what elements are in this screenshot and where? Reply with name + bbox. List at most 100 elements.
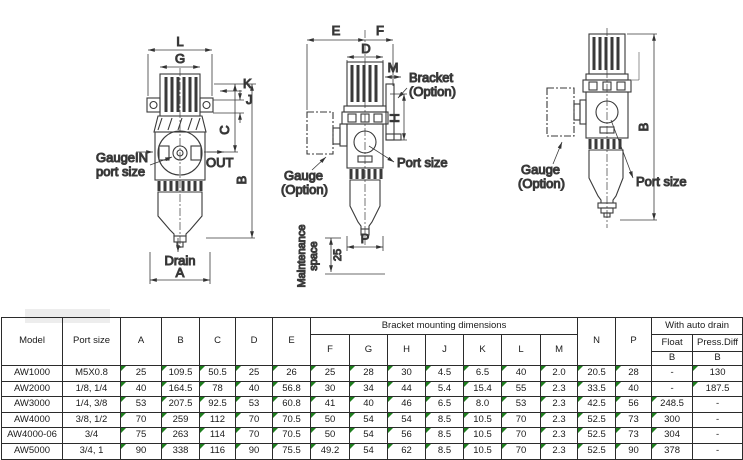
col-header-m: M: [539, 334, 579, 366]
col-subheader-press-b: B: [692, 351, 743, 366]
dimension-cell: 130: [692, 365, 743, 382]
col-subheader-float-b: B: [651, 351, 694, 366]
drain-label: Drain: [164, 253, 195, 268]
dim-label-D: D: [361, 41, 370, 56]
port-circle: [595, 100, 619, 124]
front-filter-ribs: [157, 181, 203, 191]
dimension-cell: 187.5: [692, 380, 743, 398]
dimension-cell: 4.5: [425, 365, 464, 382]
dim-label-L: L: [176, 34, 183, 49]
dim-label-B-front: B: [234, 176, 249, 185]
dimension-cell: 40: [615, 380, 653, 398]
side-gauge: [306, 111, 348, 155]
dimension-cell: 70: [501, 427, 541, 444]
dimension-cell: 248.5: [651, 396, 694, 413]
dimension-cell: 25: [120, 365, 162, 382]
gauge-in-leader: [149, 156, 173, 166]
dimension-cell: 46: [387, 396, 426, 413]
dimension-cell: 10.5: [463, 442, 502, 460]
col-header-float: Float: [651, 334, 694, 352]
rear-dimension-lines: [552, 33, 657, 221]
front-view-drawing: L G K J C B A GaugeIN port size OUT Drai…: [95, 33, 256, 284]
dimension-cell: -: [692, 442, 743, 460]
dimension-cell: 90: [235, 442, 273, 460]
dimension-cell: -: [692, 427, 743, 444]
dimension-cell: 53: [235, 396, 273, 413]
dim-label-G: G: [175, 51, 185, 66]
port-size-cell: 3/8, 1/2: [62, 411, 121, 429]
dimension-cell: 53: [501, 396, 541, 413]
dimension-cell: 70.5: [272, 427, 311, 444]
port-size-cell: 1/4, 3/8: [62, 396, 121, 413]
dimension-cell: 116: [199, 442, 236, 460]
rear-gauge-label-line1: Gauge: [521, 162, 560, 177]
dimension-cell: 56: [615, 396, 653, 413]
col-header-port-size: Port size: [62, 317, 121, 366]
dim-label-A: A: [176, 265, 185, 280]
dimension-cell: 40: [120, 380, 162, 398]
dimension-cell: 40: [349, 396, 388, 413]
dimension-cell: 10.5: [463, 411, 502, 429]
dimension-cell: 15.4: [463, 380, 502, 398]
port-circle: [353, 130, 377, 154]
dimension-cell: 52.5: [577, 411, 617, 429]
rear-filter-ribs: [588, 139, 622, 149]
bracket-label-line1: Bracket: [409, 70, 453, 85]
port-size-cell: 3/4: [62, 427, 121, 444]
rear-bowl: [588, 149, 624, 218]
dim-label-K: K: [243, 76, 252, 91]
col-header-a: A: [120, 317, 162, 366]
rear-port-size-label: Port size: [636, 174, 687, 189]
dimension-cell: 70.5: [272, 411, 311, 429]
dimension-cell: 54: [349, 411, 388, 429]
dimension-cell: 20.5: [577, 365, 617, 382]
dimension-cell: 338: [161, 442, 200, 460]
dimension-cell: 164.5: [161, 380, 200, 398]
maintenance-label-line2: space: [308, 241, 320, 270]
dimension-cell: 90: [615, 442, 653, 460]
dimension-cell: 53: [120, 396, 162, 413]
col-header-h: H: [387, 334, 426, 366]
col-header-e: E: [272, 317, 311, 366]
dimension-cell: 56: [387, 427, 426, 444]
dimension-cell: 30: [387, 365, 426, 382]
dimension-cell: 70: [501, 411, 541, 429]
maintenance-value: 25: [332, 249, 344, 261]
dimension-cell: 25: [310, 365, 350, 382]
dim-label-H: H: [387, 113, 402, 122]
dimension-cell: -: [692, 411, 743, 429]
dim-label-E: E: [332, 23, 341, 38]
gauge-leader: [552, 141, 563, 165]
dimension-cell: 2.3: [539, 427, 579, 444]
dim-label-F: F: [376, 23, 384, 38]
group-header-auto-drain: With auto drain: [651, 317, 743, 335]
dimension-cell: 33.5: [577, 380, 617, 398]
dimension-cell: 26: [272, 365, 311, 382]
dimension-table: Model Port size A B C D E Bracket mounti…: [1, 317, 743, 460]
bracket-label-line2: (Option): [409, 84, 456, 99]
dimension-cell: 55: [501, 380, 541, 398]
side-gauge-label-line1: Gauge: [284, 168, 323, 183]
port-size-cell: M5X0.8: [62, 365, 121, 382]
dimension-cell: 34: [349, 380, 388, 398]
dimension-cell: 42.5: [577, 396, 617, 413]
model-cell: AW4000-06: [1, 427, 63, 444]
side-filter-ribs: [349, 169, 383, 179]
rear-gauge-label-line2: (Option): [518, 176, 565, 191]
col-header-g: G: [349, 334, 388, 366]
model-cell: AW4000: [1, 411, 63, 429]
dimension-cell: 75: [120, 427, 162, 444]
side-bracket: [385, 83, 402, 141]
dimension-cell: 2.3: [539, 442, 579, 460]
dimension-cell: 8.5: [425, 427, 464, 444]
dimension-cell: -: [692, 396, 743, 413]
dimension-cell: 8.0: [463, 396, 502, 413]
dimension-cell: 2.3: [539, 380, 579, 398]
rear-adjustment-knob: [585, 33, 629, 81]
